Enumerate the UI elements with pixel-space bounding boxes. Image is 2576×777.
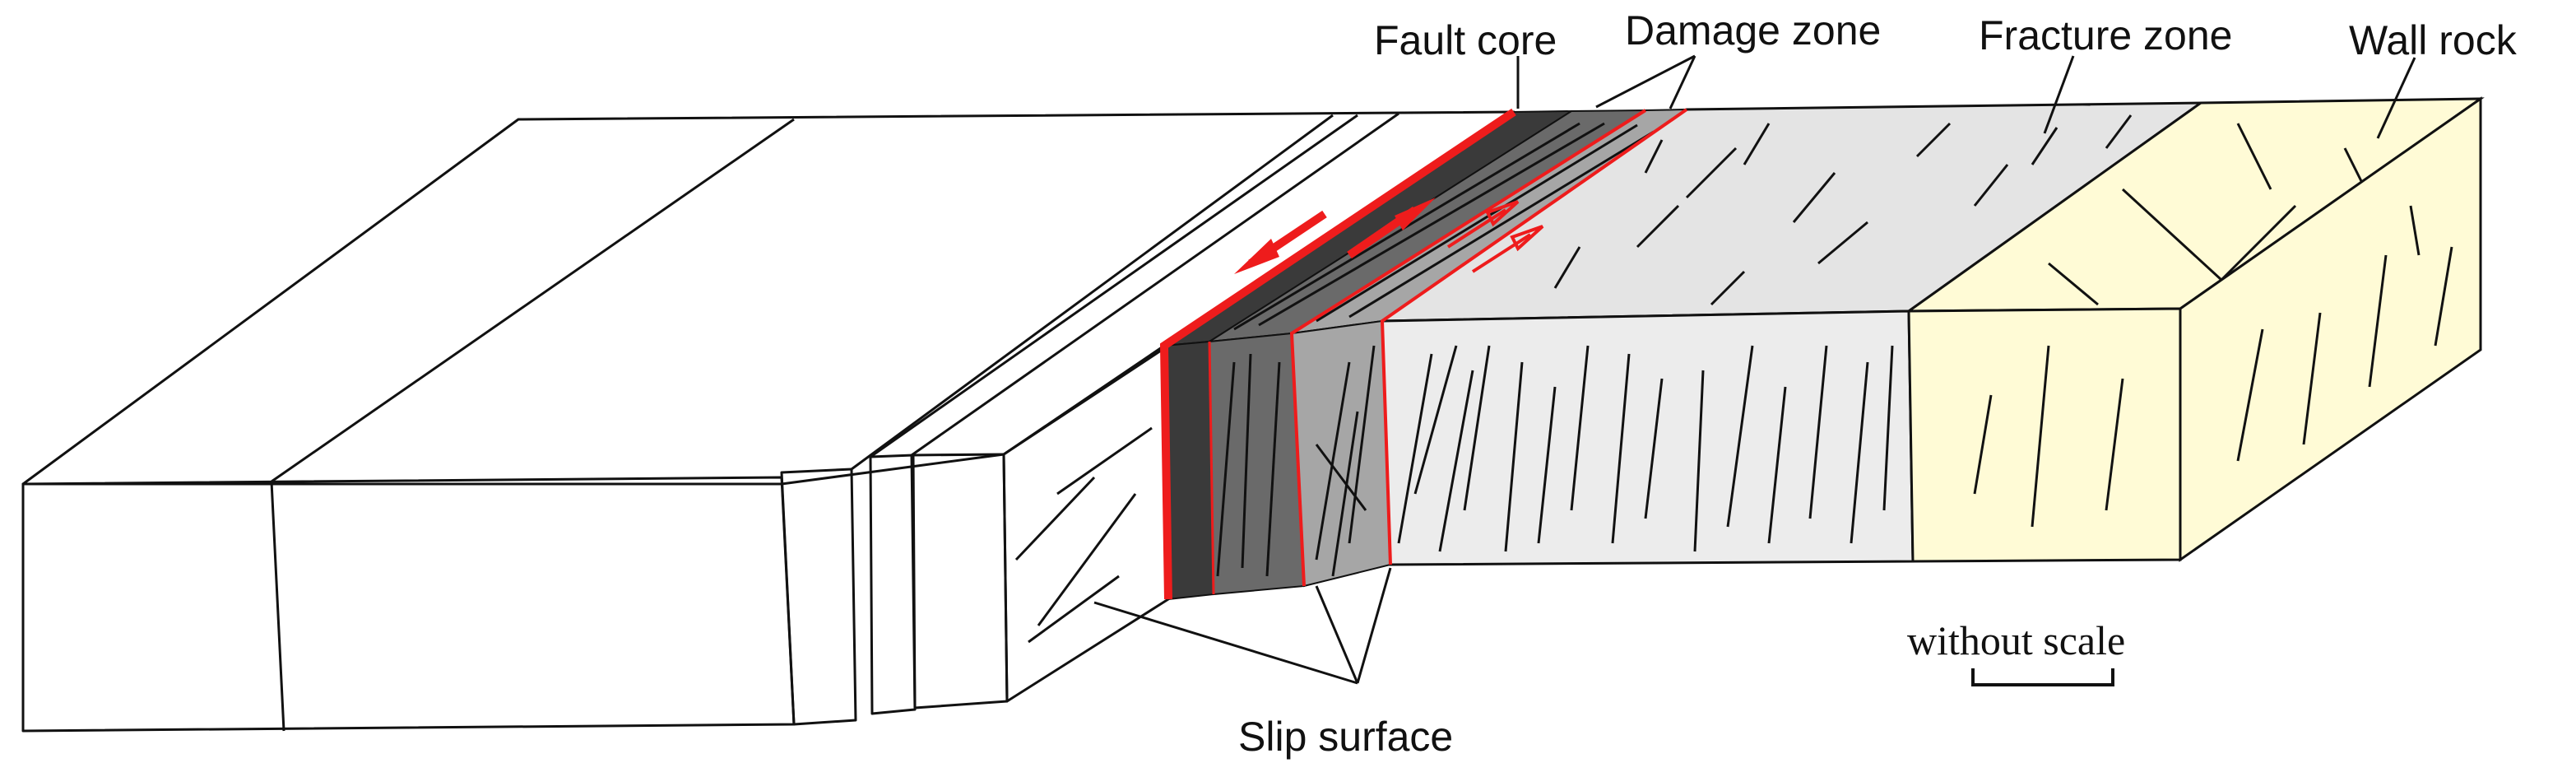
slip-arrows (1234, 198, 1544, 274)
label-fracture-zone: Fracture zone (1979, 12, 2232, 58)
label-fault-core: Fault core (1374, 17, 1557, 63)
fault-core-top (1163, 108, 1690, 347)
label-wall-rock: Wall rock (2349, 17, 2518, 63)
red-half-arrow-icon (1471, 225, 1544, 273)
label-slip-surface: Slip surface (1238, 714, 1453, 760)
slip-surfaces (1159, 108, 1688, 600)
red-half-arrow-icon (1347, 198, 1436, 259)
fracture-zone (1378, 101, 2205, 566)
label-damage-zone: Damage zone (1625, 7, 1881, 54)
slip-surface-4 (1208, 341, 1215, 595)
leader-lines (1093, 54, 2416, 685)
damage-zone-front (1163, 319, 1392, 601)
slip-surface-3 (1380, 108, 1688, 565)
leader-wall-rock (2376, 57, 2416, 139)
leader-slip-surface-b (1315, 585, 1359, 684)
leader-damage-zone-a (1595, 54, 1696, 109)
leader-slip-surface-a (1093, 601, 1358, 685)
red-half-arrow-icon (1234, 210, 1327, 274)
red-half-arrow-icon (1446, 200, 1520, 249)
label-scale-note: without scale (1907, 617, 2125, 663)
scale-bracket (1971, 668, 2114, 686)
wall-rock (1905, 96, 2485, 563)
slip-surface-main (1159, 108, 1516, 600)
slip-surface-2 (1289, 109, 1647, 587)
leader-damage-zone-b (1669, 55, 1696, 109)
leader-slip-surface-c (1356, 567, 1392, 684)
leader-fracture-zone (2043, 55, 2075, 134)
